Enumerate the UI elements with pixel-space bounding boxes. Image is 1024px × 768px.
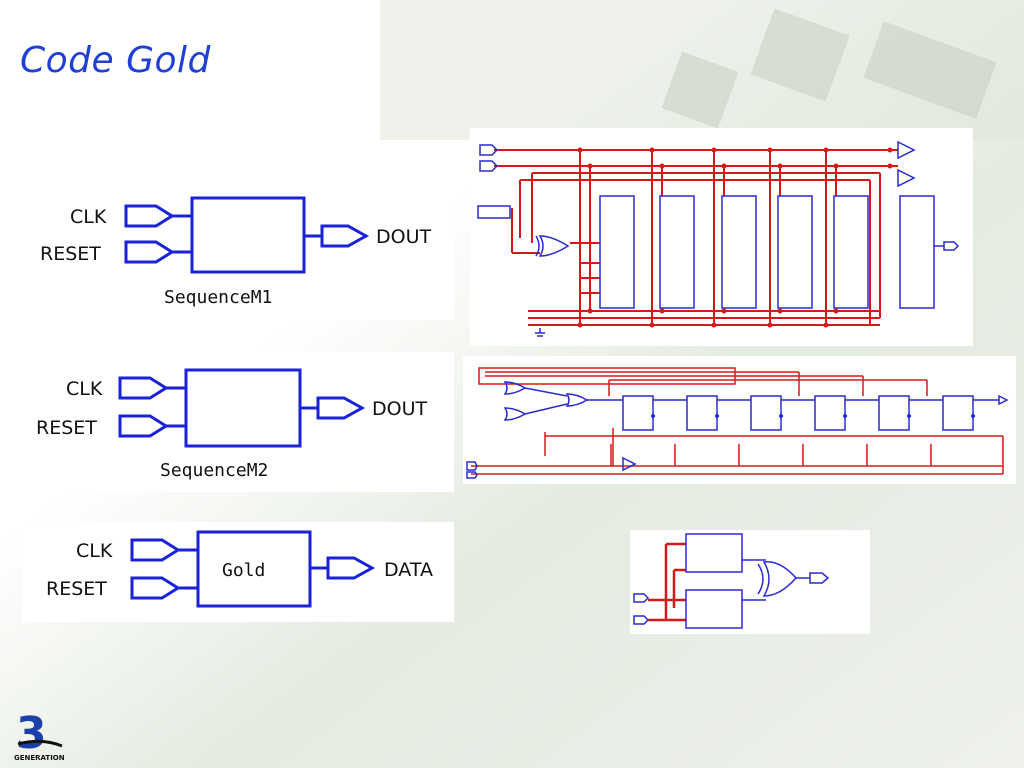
clk-label: CLK [66,378,103,400]
sequence-m2-instance [685,589,743,629]
reset-input-port [118,414,169,438]
reset-label: RESET [36,417,97,439]
wire-network [648,542,686,622]
schematic-sequence-m1 [470,128,973,346]
clk-input-port [130,538,181,562]
block-gold: CLK RESET DATA Gold [22,522,454,622]
flip-flop-chain [622,395,974,431]
block-name-label: SequenceM1 [164,287,272,308]
wire-network [494,149,898,326]
schematic-sequence-m2 [463,356,1016,484]
slide-title: Code Gold [20,40,211,81]
clk-port-icon [466,461,478,471]
xor-gate-icon [503,381,527,395]
schematic-gold [630,530,870,634]
reset-port-icon [479,160,499,172]
dout-label: DOUT [376,226,431,248]
reset-port-icon [633,615,650,625]
reset-label: RESET [40,243,101,265]
constant-block [477,205,511,219]
reset-port-icon [466,471,478,479]
dout-output-port [316,396,366,420]
block-name-label: SequenceM2 [160,460,268,481]
gold-inner-label: Gold [222,560,265,581]
xor-gate-icon [538,235,570,257]
buffer-icon [897,168,916,188]
output-port-icon [943,241,960,251]
clk-port-icon [633,593,650,603]
flip-flop-chain [599,195,935,309]
logo-text: GENERATION [14,754,65,762]
clk-label: CLK [70,206,107,228]
block-sequence-m2: CLK RESET DOUT SequenceM2 [22,352,454,492]
clk-input-port [118,376,169,400]
data-output-port [326,556,376,580]
sequence-m1-instance [685,533,743,573]
reset-label: RESET [46,578,107,600]
xor-gate-icon [503,407,527,421]
data-output-port-icon [809,572,830,584]
logo-digit: 3 [16,708,47,759]
clk-input-port [124,204,175,228]
dout-output-port [320,224,370,248]
output-port-icon [998,394,1009,406]
xor-gate-icon [762,561,798,597]
dout-label: DOUT [372,398,427,420]
clk-label: CLK [76,540,113,562]
block-sequence-m1: CLK RESET DOUT SequenceM1 [22,180,454,320]
clk-port-icon [479,144,499,156]
reset-input-port [130,576,181,600]
xor-gate-icon [565,393,589,407]
wire-network [471,367,1004,475]
reset-input-port [124,240,175,264]
buffer-icon [622,456,637,472]
3g-generation-logo: 3 GENERATION [14,708,65,762]
data-label: DATA [384,559,433,581]
buffer-icon [897,140,916,160]
